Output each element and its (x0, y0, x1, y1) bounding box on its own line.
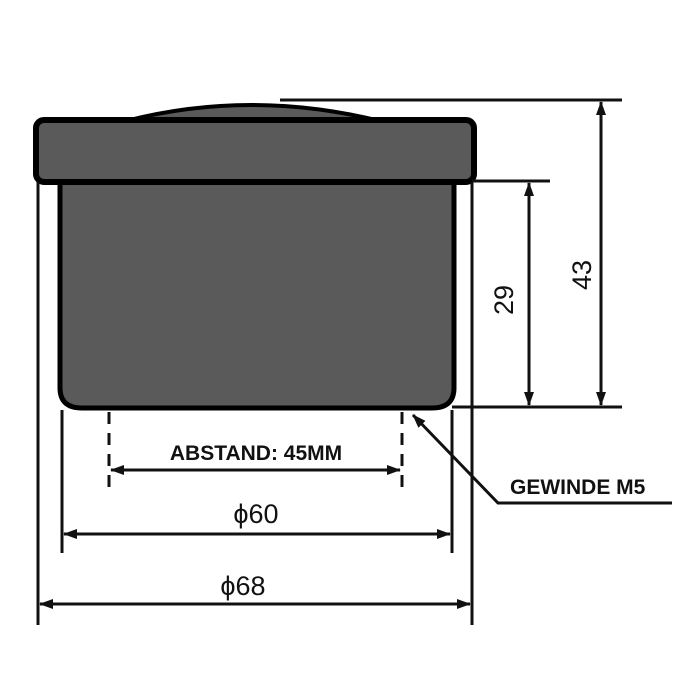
diameter-68-label: ϕ68 (220, 571, 265, 601)
spacing-label: ABSTAND: 45MM (170, 442, 342, 465)
diameter-60-label: ϕ60 (233, 499, 278, 529)
thread-hole-lines (107, 412, 404, 494)
dimension-43-label: 43 (567, 260, 597, 290)
thread-leader-line (411, 413, 672, 505)
diameter-reference-lines (36, 182, 474, 625)
thread-label: GEWINDE M5 (510, 476, 646, 499)
dimension-29-label: 29 (489, 285, 519, 315)
housing-body (57, 175, 457, 411)
extension-lines (280, 98, 622, 409)
housing-flange (33, 117, 477, 185)
gauge-housing (33, 103, 477, 411)
